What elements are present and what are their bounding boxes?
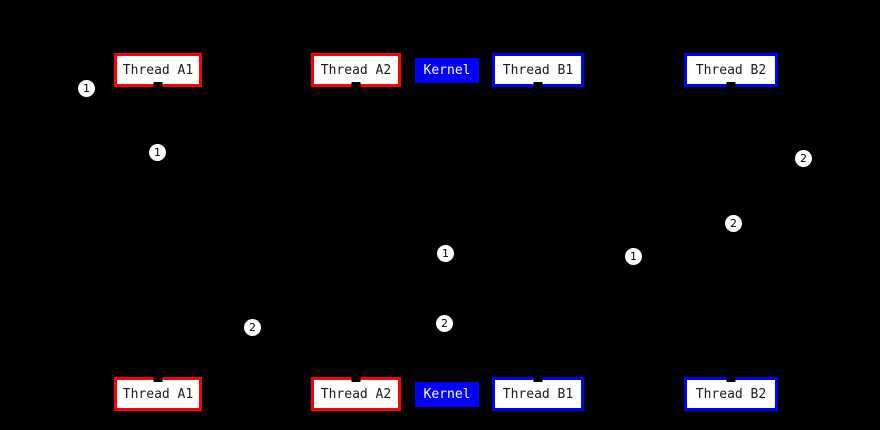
entity-label: Thread A1	[122, 386, 194, 402]
entity-box-thread-b2-top: Thread B2	[684, 53, 778, 87]
entity-label: Kernel	[423, 63, 471, 78]
step-marker: 2	[725, 215, 742, 232]
step-marker: 1	[149, 144, 166, 161]
step-marker: 1	[437, 245, 454, 262]
entity-box-thread-b2-bottom: Thread B2	[684, 377, 778, 411]
entity-box-kernel-top: Kernel	[415, 58, 479, 83]
entity-label: Thread A2	[320, 62, 392, 78]
entity-box-thread-a1-top: Thread A1	[114, 53, 202, 87]
entity-label: Kernel	[423, 387, 471, 402]
lifeline-stub	[726, 82, 736, 87]
entity-box-thread-b1-top: Thread B1	[492, 53, 584, 87]
entity-box-thread-a1-bottom: Thread A1	[114, 377, 202, 411]
lifeline-stub	[726, 377, 736, 382]
step-marker: 2	[244, 319, 261, 336]
entity-box-kernel-bottom: Kernel	[415, 382, 479, 407]
entity-box-thread-a2-bottom: Thread A2	[311, 377, 401, 411]
lifeline-stub	[351, 377, 361, 382]
lifeline-stub	[351, 82, 361, 87]
entity-label: Thread B1	[502, 62, 574, 78]
entity-label: Thread A1	[122, 62, 194, 78]
entity-label: Thread B2	[695, 386, 767, 402]
entity-label: Thread B2	[695, 62, 767, 78]
entity-box-thread-b1-bottom: Thread B1	[492, 377, 584, 411]
lifeline-stub	[533, 377, 543, 382]
lifeline-stub	[153, 377, 163, 382]
lifeline-stub	[153, 82, 163, 87]
step-marker: 2	[795, 150, 812, 167]
entity-label: Thread B1	[502, 386, 574, 402]
entity-box-thread-a2-top: Thread A2	[311, 53, 401, 87]
entity-label: Thread A2	[320, 386, 392, 402]
step-marker: 1	[625, 248, 642, 265]
step-marker: 2	[436, 315, 453, 332]
lifeline-stub	[533, 82, 543, 87]
step-marker: 1	[78, 80, 95, 97]
